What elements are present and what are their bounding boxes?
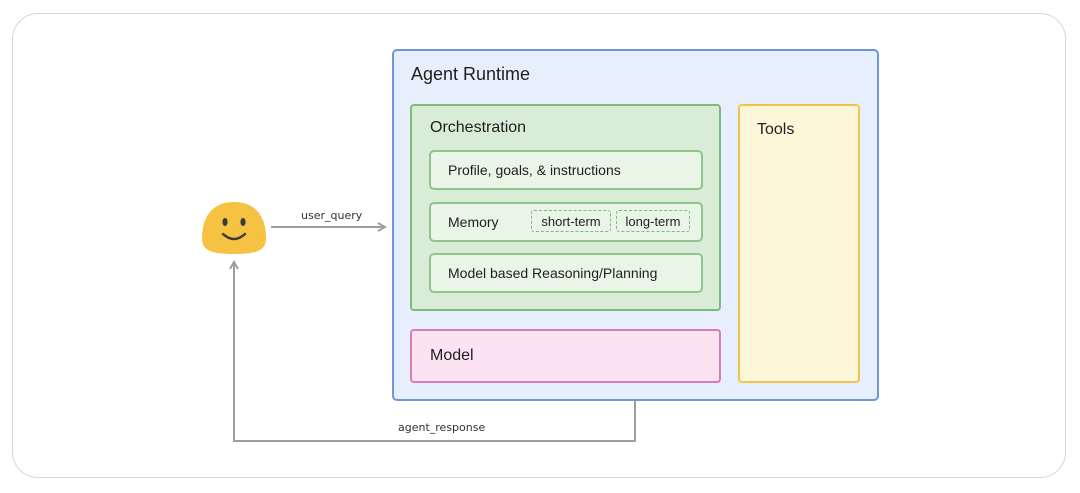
model-box: Model bbox=[410, 329, 721, 383]
smiley-face-icon bbox=[202, 202, 266, 254]
tools-title: Tools bbox=[757, 121, 795, 138]
long-term-memory-tag: long-term bbox=[616, 210, 690, 232]
memory-item: Memory bbox=[429, 202, 703, 242]
short-term-memory-tag: short-term bbox=[531, 210, 611, 232]
orchestration-title: Orchestration bbox=[430, 119, 527, 136]
profile-goals-instructions-item: Profile, goals, & instructions bbox=[429, 150, 703, 190]
agent-response-arrow bbox=[234, 262, 636, 442]
agent-response-label: agent_response bbox=[398, 421, 486, 434]
tools-box bbox=[738, 104, 860, 383]
reasoning-planning-item: Model based Reasoning/Planning bbox=[429, 253, 703, 293]
agent-runtime-title: Agent Runtime bbox=[411, 64, 531, 84]
user-query-label: user_query bbox=[301, 209, 363, 222]
